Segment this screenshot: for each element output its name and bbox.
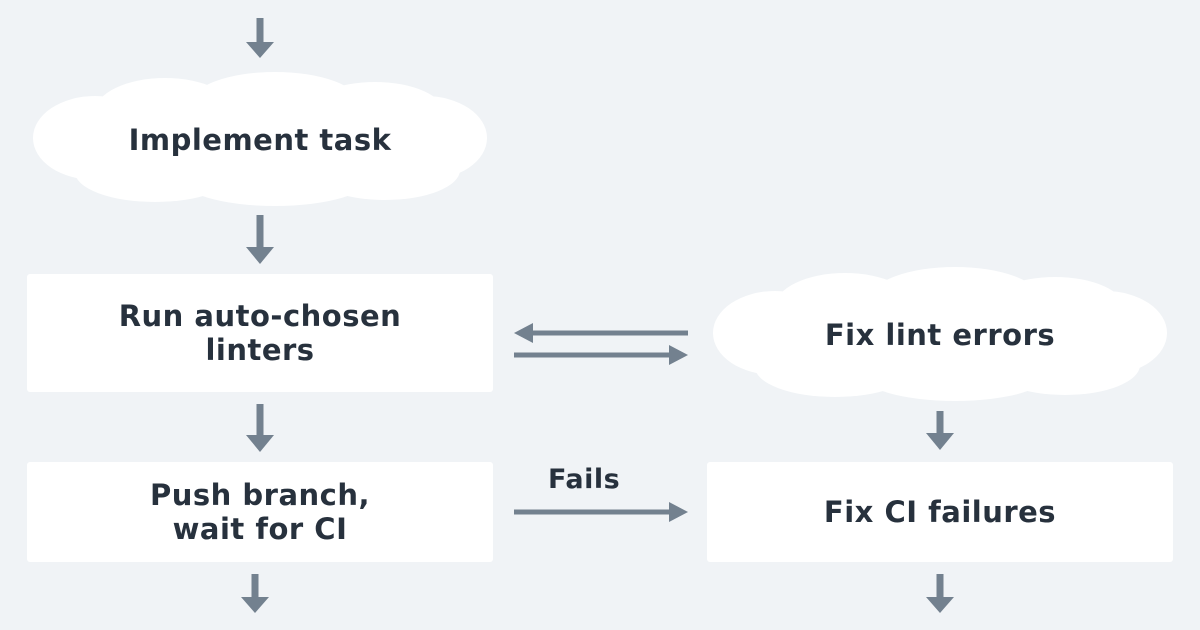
fix-ci-box: Fix CI failures — [707, 462, 1173, 562]
cloud-shape — [33, 72, 487, 206]
arrow-fixlint-to-fixci — [926, 411, 954, 450]
arrow-fixlint-to-linters — [514, 323, 688, 343]
cloud-shape — [713, 267, 1167, 401]
arrow-implement-to-linters — [246, 215, 274, 264]
push-branch-label-line1: Push branch, — [149, 478, 371, 512]
run-linters-label-line2: linters — [205, 333, 315, 367]
fix-lint-label: Fix lint errors — [824, 318, 1056, 352]
arrow-entry — [246, 18, 274, 58]
arrow-push-exit — [241, 574, 269, 613]
arrow-fixci-exit — [926, 574, 954, 613]
implement-task-cloud: Implement task — [25, 70, 495, 210]
run-linters-box: Run auto-chosen linters — [27, 274, 493, 392]
push-branch-box: Push branch, wait for CI — [27, 462, 493, 562]
implement-task-label: Implement task — [128, 123, 392, 157]
push-branch-label-line2: wait for CI — [172, 512, 348, 546]
fix-ci-label: Fix CI failures — [823, 495, 1057, 529]
arrow-push-to-fixci — [514, 502, 688, 522]
run-linters-label-line1: Run auto-chosen — [118, 299, 402, 333]
arrow-linters-to-push — [246, 404, 274, 452]
fails-edge-label: Fails — [548, 464, 621, 495]
fix-lint-cloud: Fix lint errors — [705, 265, 1175, 405]
arrow-linters-to-fixlint — [514, 345, 688, 365]
